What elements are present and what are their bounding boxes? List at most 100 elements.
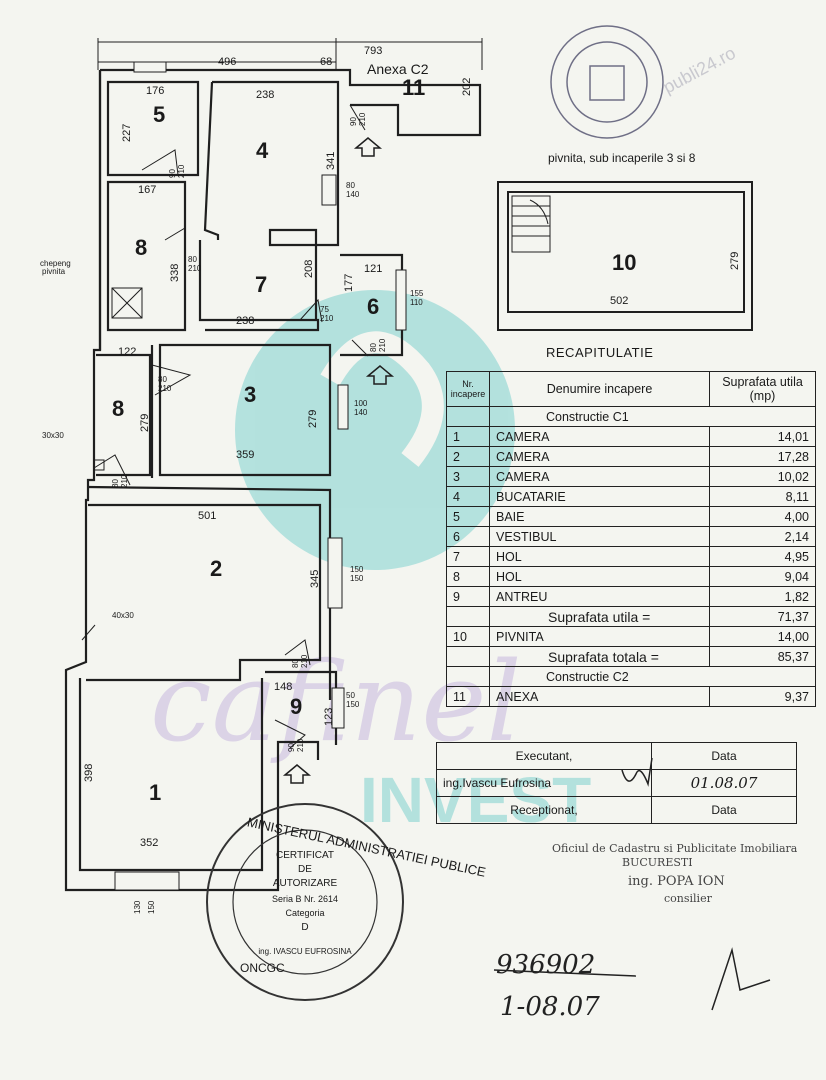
chepeng-pivnita-label: pivnita: [42, 267, 66, 276]
watermark-circle: [235, 290, 515, 570]
stamp-inner-1: CERTIFICAT: [276, 850, 334, 861]
dim-r5-w: 176: [146, 85, 164, 97]
recap-header-row: Nr.incapere Denumire incapere Suprafata …: [446, 371, 816, 407]
arrow-anexa-icon: [353, 137, 383, 157]
office-line-1: Oficiul de Cadastru si Publicitate Imobi…: [552, 842, 798, 855]
outer-walls: [64, 68, 482, 892]
room-number-11: 11: [402, 75, 425, 100]
receptionat-label: Receptionat,: [436, 796, 652, 824]
sum-utila-label: Suprafata utila =: [489, 606, 710, 627]
room-number-9: 9: [290, 694, 302, 719]
dim-top-total: 793: [364, 45, 382, 57]
stamp-name: ing. IVASCU EUFROSINA: [258, 947, 352, 956]
stamp-inner-3: AUTORIZARE: [273, 878, 338, 889]
group-c1-row: Constructie C1: [446, 406, 816, 427]
room-number-7: 7: [255, 272, 267, 297]
sum-totala-label: Suprafata totala =: [489, 646, 710, 667]
recap-table: Nr.incapere Denumire incapere Suprafata …: [446, 371, 816, 707]
sum-utila-row: Suprafata utila =71,37: [446, 606, 816, 627]
arrow-antreu-icon: [282, 764, 312, 784]
dim-anexa-side: 202: [461, 78, 473, 96]
dim-r7-h: 208: [303, 260, 315, 278]
opening-d-r8c: 80210: [111, 474, 129, 488]
dim-r9-h: 123: [323, 708, 335, 726]
dimension-labels: 793 496 68 202 176 227 238 341 167 338 2…: [42, 45, 741, 849]
opening-d-anexa: 90210: [349, 112, 367, 126]
signature-header-row: Executant, Data: [436, 742, 797, 770]
dim-r8b-w: 122: [118, 346, 136, 358]
dim-r9-w: 148: [274, 681, 292, 693]
dim-top-mid: 68: [320, 56, 332, 68]
header-nr: Nr.incapere: [446, 371, 490, 407]
room-number-1: 1: [149, 780, 161, 805]
dim-niche-2: 40x30: [112, 611, 134, 620]
group-c2-row: Constructie C2: [446, 666, 816, 687]
dim-niche-1: 30x30: [42, 431, 64, 440]
data-label-1: Data: [651, 742, 797, 770]
arrow-vestibul-icon: [365, 365, 395, 385]
room-number-3: 3: [244, 382, 256, 407]
room-number-6: 6: [367, 294, 379, 319]
executant-label: Executant,: [436, 742, 652, 770]
dim-r2-w: 501: [198, 510, 216, 522]
group-c1-label: Constructie C1: [489, 406, 816, 427]
group-c2-label: Constructie C2: [489, 666, 816, 687]
windows: [114, 61, 407, 891]
dim-r1-h: 398: [83, 764, 95, 782]
dim-r6-w: 121: [364, 263, 382, 275]
room-number-10: 10: [612, 250, 636, 275]
sum-utila-value: 71,37: [709, 606, 816, 627]
recap-title: RECAPITULATIE: [546, 345, 654, 360]
dim-r2-h: 345: [309, 570, 321, 588]
handwritten-number: 936902: [496, 950, 596, 980]
sum-totala-row: Suprafata totala =85,37: [446, 646, 816, 667]
dim-top-left: 496: [218, 56, 236, 68]
dim-r4-h: 341: [325, 152, 337, 170]
room-number-2: 2: [210, 556, 222, 581]
opening-w-r1-a: 130: [133, 900, 142, 914]
office-line-4: consilier: [664, 892, 712, 905]
executant-name: ing.Ivascu Eufrosina: [436, 769, 652, 797]
stamp-inner-5: Categoria: [285, 908, 324, 918]
stamp-inner-2: DE: [298, 864, 312, 875]
header-area: Suprafata utila(mp): [709, 371, 816, 407]
anexa-label: Anexa C2: [367, 61, 429, 77]
signature-receptionat-row: Receptionat, Data: [436, 796, 797, 824]
opening-d-r9: 90210: [287, 738, 305, 752]
signature-executant-row: ing.Ivascu Eufrosina 01.08.07: [436, 769, 797, 797]
dim-r3-h: 279: [307, 410, 319, 428]
room-number-8b: 8: [112, 396, 124, 421]
room-numbers: 11 5 4 8 7 6 3 8 2 9 1 10: [112, 75, 636, 805]
stamp-inner-4: Seria B Nr. 2614: [272, 894, 338, 904]
opening-d-r5: 90210: [168, 164, 186, 178]
doors: [81, 104, 369, 749]
signature-table: Executant, Data ing.Ivascu Eufrosina 01.…: [436, 742, 797, 824]
dim-r5-h: 227: [121, 124, 133, 142]
dim-r8b-h: 279: [139, 414, 151, 432]
pivnita-note: pivnita, sub incaperile 3 si 8: [548, 151, 696, 165]
room-number-8a: 8: [135, 235, 147, 260]
dim-r4-w: 238: [256, 89, 274, 101]
stamp-inner-6: D: [301, 922, 308, 933]
office-line-3: ing. POPA ION: [628, 874, 725, 889]
dim-r6-h: 177: [343, 274, 355, 292]
dim-r8a-w: 167: [138, 184, 156, 196]
dim-r1-w: 352: [140, 837, 158, 849]
office-line-2: BUCURESTI: [622, 856, 693, 869]
dim-r7-w: 238: [236, 315, 254, 327]
sum-totala-value: 85,37: [709, 646, 816, 667]
